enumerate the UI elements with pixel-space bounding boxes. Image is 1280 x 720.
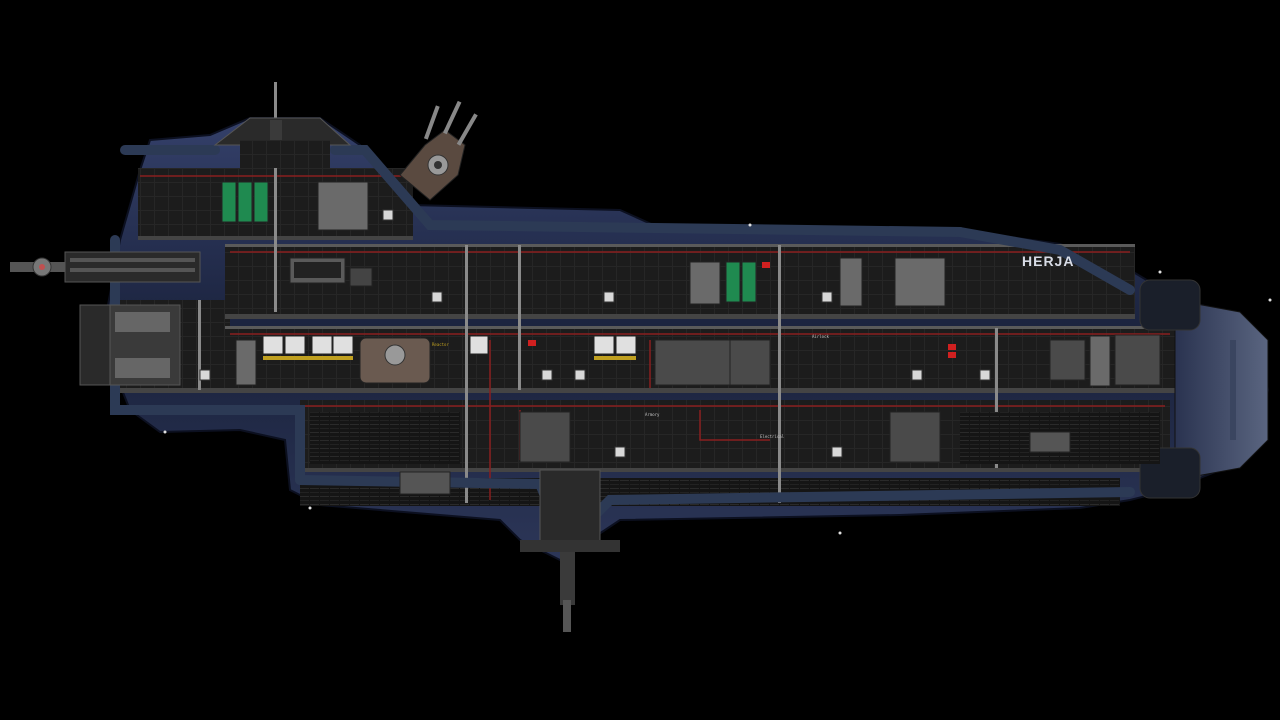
lockers bbox=[235, 181, 1111, 387]
cargo-hold bbox=[310, 412, 1160, 495]
ship-name: HERJA bbox=[1022, 253, 1074, 269]
navigation-console[interactable] bbox=[289, 257, 373, 287]
sign-room-c: Airlock bbox=[812, 334, 829, 339]
electrical-panels bbox=[262, 335, 637, 360]
sign-room-d: Armory bbox=[645, 412, 660, 417]
machinery bbox=[519, 334, 1161, 463]
conning-tower bbox=[213, 117, 352, 168]
docking-port-icon[interactable] bbox=[520, 469, 620, 632]
status-light-icon bbox=[163, 223, 1272, 535]
reactor[interactable] bbox=[359, 337, 431, 384]
junction-boxes bbox=[199, 209, 991, 458]
green-cabinets bbox=[221, 181, 757, 303]
coilgun-turret-icon[interactable] bbox=[10, 251, 201, 283]
alarm-signs bbox=[528, 262, 956, 358]
sign-room-b: Electrical bbox=[760, 434, 785, 439]
airlock-module bbox=[79, 304, 181, 386]
railgun-turret-icon[interactable] bbox=[399, 100, 478, 201]
ladders bbox=[198, 82, 998, 503]
sign-room-a: Reactor bbox=[432, 342, 449, 347]
